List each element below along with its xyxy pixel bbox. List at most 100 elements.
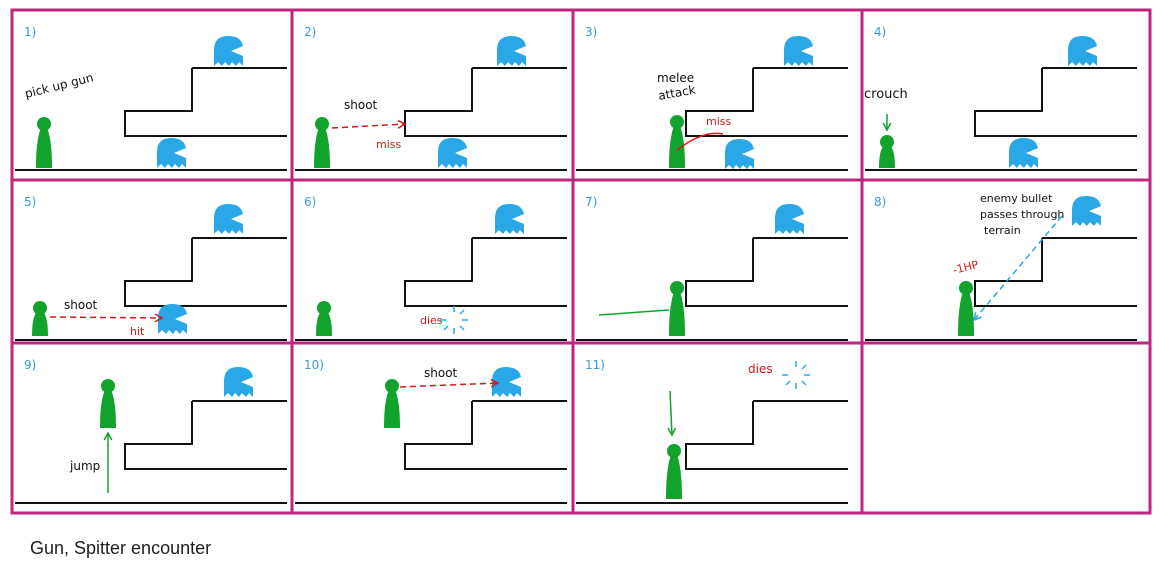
player-head	[670, 281, 684, 295]
player-icon	[36, 117, 52, 168]
panel-frame	[10, 8, 1152, 515]
terrain-stairs	[685, 400, 848, 470]
player-icon	[666, 444, 682, 499]
player-icon	[314, 117, 330, 168]
enemy-spitter-icon	[224, 367, 253, 397]
player-head	[33, 301, 47, 315]
projectile-path	[399, 382, 499, 388]
player-body	[666, 455, 682, 499]
enemy-body	[214, 204, 243, 234]
arrow-head	[882, 122, 892, 132]
note-minus-hp: -1HP	[952, 258, 981, 277]
panel-number: 11)	[585, 358, 605, 372]
player-head	[670, 115, 684, 129]
terrain-stairs	[124, 400, 287, 470]
terrain-stairs	[124, 67, 287, 137]
player-icon	[958, 281, 974, 336]
enemy-body	[1068, 36, 1097, 66]
enemy-spitter-icon	[438, 138, 467, 168]
enemy-body	[725, 139, 754, 169]
player-icon	[100, 379, 116, 428]
projectile-path	[331, 123, 406, 129]
panel-number: 4)	[874, 25, 886, 39]
player-body	[384, 390, 400, 428]
terrain-stairs	[404, 237, 567, 307]
death-burst	[440, 306, 468, 334]
note-jump: jump	[69, 459, 100, 473]
note-shoot: shoot	[344, 98, 378, 112]
enemy-body	[1072, 196, 1101, 226]
enemy-spitter-icon	[1072, 196, 1101, 226]
terrain-stairs	[974, 237, 1137, 307]
enemy-spitter-icon	[157, 138, 186, 168]
player-icon	[32, 301, 48, 336]
enemy-spitter-icon	[214, 36, 243, 66]
player-body	[36, 128, 52, 168]
enemy-body	[495, 204, 524, 234]
player-icon	[879, 135, 895, 168]
panel-1: 1) pick up gun	[15, 25, 287, 171]
panel-number: 3)	[585, 25, 597, 39]
player-icon	[384, 379, 400, 428]
panel-10: 10)shoot	[295, 358, 567, 504]
storyboard-caption: Gun, Spitter encounter	[30, 538, 212, 558]
player-body	[100, 390, 116, 428]
player-head	[101, 379, 115, 393]
note-miss: miss	[706, 115, 732, 128]
player-head	[385, 379, 399, 393]
note-pick-up-gun: pick up gun	[23, 70, 94, 101]
player-head	[317, 301, 331, 315]
enemy-body	[492, 367, 521, 397]
burst-ray	[785, 380, 791, 386]
burst-ray	[459, 309, 465, 315]
panel-number: 7)	[585, 195, 597, 209]
terrain-stairs	[974, 67, 1137, 137]
player-icon	[316, 301, 332, 336]
motion-line	[669, 390, 673, 436]
panel-4: 4)crouch	[864, 25, 1137, 171]
burst-ray	[459, 325, 465, 331]
enemy-body	[214, 36, 243, 66]
player-head	[667, 444, 681, 458]
player-head	[37, 117, 51, 131]
enemy-body	[775, 204, 804, 234]
enemy-spitter-icon	[158, 304, 187, 334]
terrain-stairs	[404, 67, 567, 137]
enemy-body	[157, 138, 186, 168]
note-passes-through: passes through	[980, 208, 1064, 221]
enemy-body	[438, 138, 467, 168]
enemy-spitter-icon	[725, 139, 754, 169]
panel-number: 1)	[24, 25, 36, 39]
player-body	[669, 126, 685, 168]
enemy-spitter-icon	[775, 204, 804, 234]
enemy-spitter-icon	[497, 36, 526, 66]
terrain-stairs	[685, 237, 848, 307]
panel-number: 2)	[304, 25, 316, 39]
enemy-spitter-icon	[784, 36, 813, 66]
enemy-spitter-icon	[1068, 36, 1097, 66]
arrow-head	[667, 427, 677, 437]
terrain-stairs	[685, 67, 848, 137]
panel-6: 6)dies	[295, 195, 567, 341]
burst-ray	[443, 325, 449, 331]
enemy-body	[158, 304, 187, 334]
player-icon	[669, 281, 685, 336]
panel-9: 9)jump	[15, 358, 287, 504]
player-head	[315, 117, 329, 131]
projectile-path	[973, 215, 1063, 321]
enemy-body	[784, 36, 813, 66]
terrain-stairs	[404, 400, 567, 470]
arrow-head	[972, 312, 982, 322]
burst-ray	[801, 380, 807, 386]
enemy-spitter-icon	[214, 204, 243, 234]
panel-number: 5)	[24, 195, 36, 209]
enemy-spitter-icon	[1009, 138, 1038, 168]
terrain-stairs	[124, 237, 287, 307]
note-hit: hit	[130, 325, 145, 338]
panel-number: 8)	[874, 195, 886, 209]
